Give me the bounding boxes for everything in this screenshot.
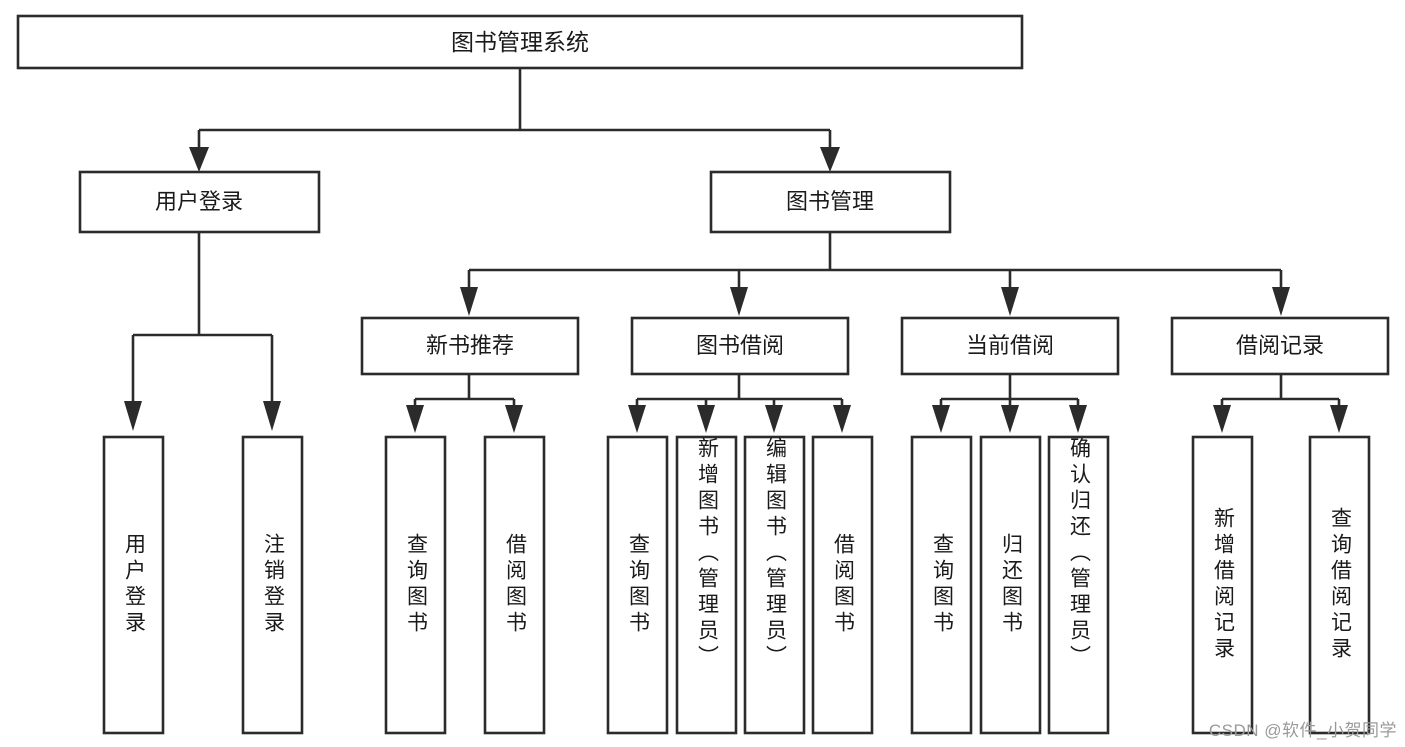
- connectors-root-to-level2: [189, 68, 840, 172]
- connectors-book-manage-to-level3: [460, 232, 1290, 316]
- connectors-user-login-to-leaves: [124, 232, 281, 431]
- arrow-to-borrow-records: [1272, 287, 1290, 316]
- root-label: 图书管理系统: [451, 29, 589, 55]
- node-root[interactable]: 图书管理系统: [16, 14, 1024, 70]
- arrow-cb-leaf2: [1001, 405, 1019, 433]
- leaf-box-cb-return[interactable]: [979, 435, 1042, 735]
- leaf-boxes: [102, 435, 1371, 735]
- arrow-bb-leaf3: [765, 405, 783, 433]
- leaf-box-logout[interactable]: [241, 435, 304, 735]
- node-book-borrow[interactable]: 图书借阅: [630, 316, 850, 376]
- arrow-to-user-login: [189, 147, 209, 172]
- node-book-management[interactable]: 图书管理: [709, 170, 952, 234]
- arrow-bb-leaf4: [833, 405, 851, 433]
- arrow-br-leaf2: [1330, 405, 1348, 433]
- book-management-box[interactable]: [709, 170, 952, 234]
- user-login-box[interactable]: [78, 170, 321, 234]
- new-book-recommend-box[interactable]: [360, 316, 580, 376]
- leaf-box-cb-query[interactable]: [910, 435, 973, 735]
- arrow-to-book-borrow: [730, 287, 748, 316]
- node-user-login[interactable]: 用户登录: [78, 170, 321, 234]
- arrow-nb-leaf2: [505, 405, 523, 433]
- node-current-borrow[interactable]: 当前借阅: [900, 316, 1120, 376]
- arrow-leaf-user-login: [124, 401, 142, 431]
- leaf-box-nb-query[interactable]: [384, 435, 447, 735]
- arrow-to-new-book: [460, 287, 478, 316]
- connectors-current-borrow-to-leaves: [932, 374, 1087, 433]
- connectors-borrow-records-to-leaves: [1213, 374, 1348, 433]
- arrow-br-leaf1: [1213, 405, 1231, 433]
- arrow-to-book-manage: [820, 147, 840, 172]
- leaf-box-bb-query[interactable]: [606, 435, 669, 735]
- user-login-label: 用户登录: [155, 189, 243, 214]
- arrow-cb-leaf1: [932, 405, 950, 433]
- leaf-box-cb-confirm[interactable]: [1047, 435, 1110, 735]
- borrow-records-label: 借阅记录: [1236, 333, 1324, 358]
- connectors-new-book-to-leaves: [406, 374, 523, 433]
- node-borrow-records[interactable]: 借阅记录: [1170, 316, 1390, 376]
- arrow-cb-leaf3: [1069, 405, 1087, 433]
- root-box[interactable]: [16, 14, 1024, 70]
- watermark: CSDN @软件_小贺同学: [1208, 721, 1397, 740]
- leaf-box-nb-borrow[interactable]: [483, 435, 546, 735]
- arrow-bb-leaf2: [697, 405, 715, 433]
- current-borrow-label: 当前借阅: [966, 333, 1054, 358]
- book-management-label: 图书管理: [786, 189, 874, 214]
- leaf-box-br-add[interactable]: [1191, 435, 1254, 735]
- node-new-book-recommend[interactable]: 新书推荐: [360, 316, 580, 376]
- new-book-recommend-label: 新书推荐: [426, 333, 514, 358]
- leaf-box-bb-add[interactable]: [675, 435, 738, 735]
- arrow-nb-leaf1: [406, 405, 424, 433]
- leaf-box-user-login[interactable]: [102, 435, 165, 735]
- leaf-box-br-query[interactable]: [1308, 435, 1371, 735]
- arrow-bb-leaf1: [628, 405, 646, 433]
- current-borrow-box[interactable]: [900, 316, 1120, 376]
- book-borrow-box[interactable]: [630, 316, 850, 376]
- borrow-records-box[interactable]: [1170, 316, 1390, 376]
- book-borrow-label: 图书借阅: [696, 333, 784, 358]
- leaf-box-bb-edit[interactable]: [743, 435, 806, 735]
- connectors-book-borrow-to-leaves: [628, 374, 851, 433]
- arrow-leaf-logout: [263, 401, 281, 431]
- leaf-box-bb-borrow[interactable]: [811, 435, 874, 735]
- arrow-to-current-borrow: [1001, 287, 1019, 316]
